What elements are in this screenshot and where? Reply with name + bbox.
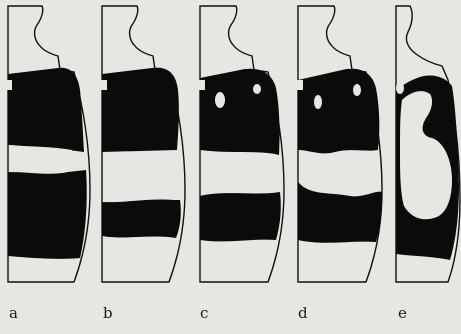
panel-d-upper-fill [298, 69, 379, 154]
panel-label-e: e [398, 306, 407, 321]
panel-a-small-notch [6, 80, 12, 90]
panel-c-hole-1 [215, 92, 225, 108]
panel-b-lower-fill [102, 200, 181, 238]
panel-a-upper-fill [8, 68, 84, 152]
panel-a-lower-fill [8, 170, 87, 259]
panel-label-b: b [103, 306, 113, 321]
panel-b-small-notch [101, 80, 107, 90]
panel-d-small-notch [297, 80, 303, 90]
panel-c-lower-fill [200, 192, 281, 241]
panel-d-hole-1 [314, 95, 322, 109]
panel-label-d: d [298, 306, 308, 321]
panel-e-hole [396, 82, 404, 94]
panel-d-hole-2 [353, 84, 361, 96]
panel-c-hole-2 [253, 84, 261, 94]
panel-label-a: a [9, 306, 18, 321]
panel-label-c: c [200, 306, 208, 321]
panel-b-upper-fill [102, 68, 179, 152]
panel-c-small-notch [199, 80, 205, 90]
panel-c-upper-fill [200, 69, 280, 155]
panel-a-middle-band [10, 145, 74, 172]
